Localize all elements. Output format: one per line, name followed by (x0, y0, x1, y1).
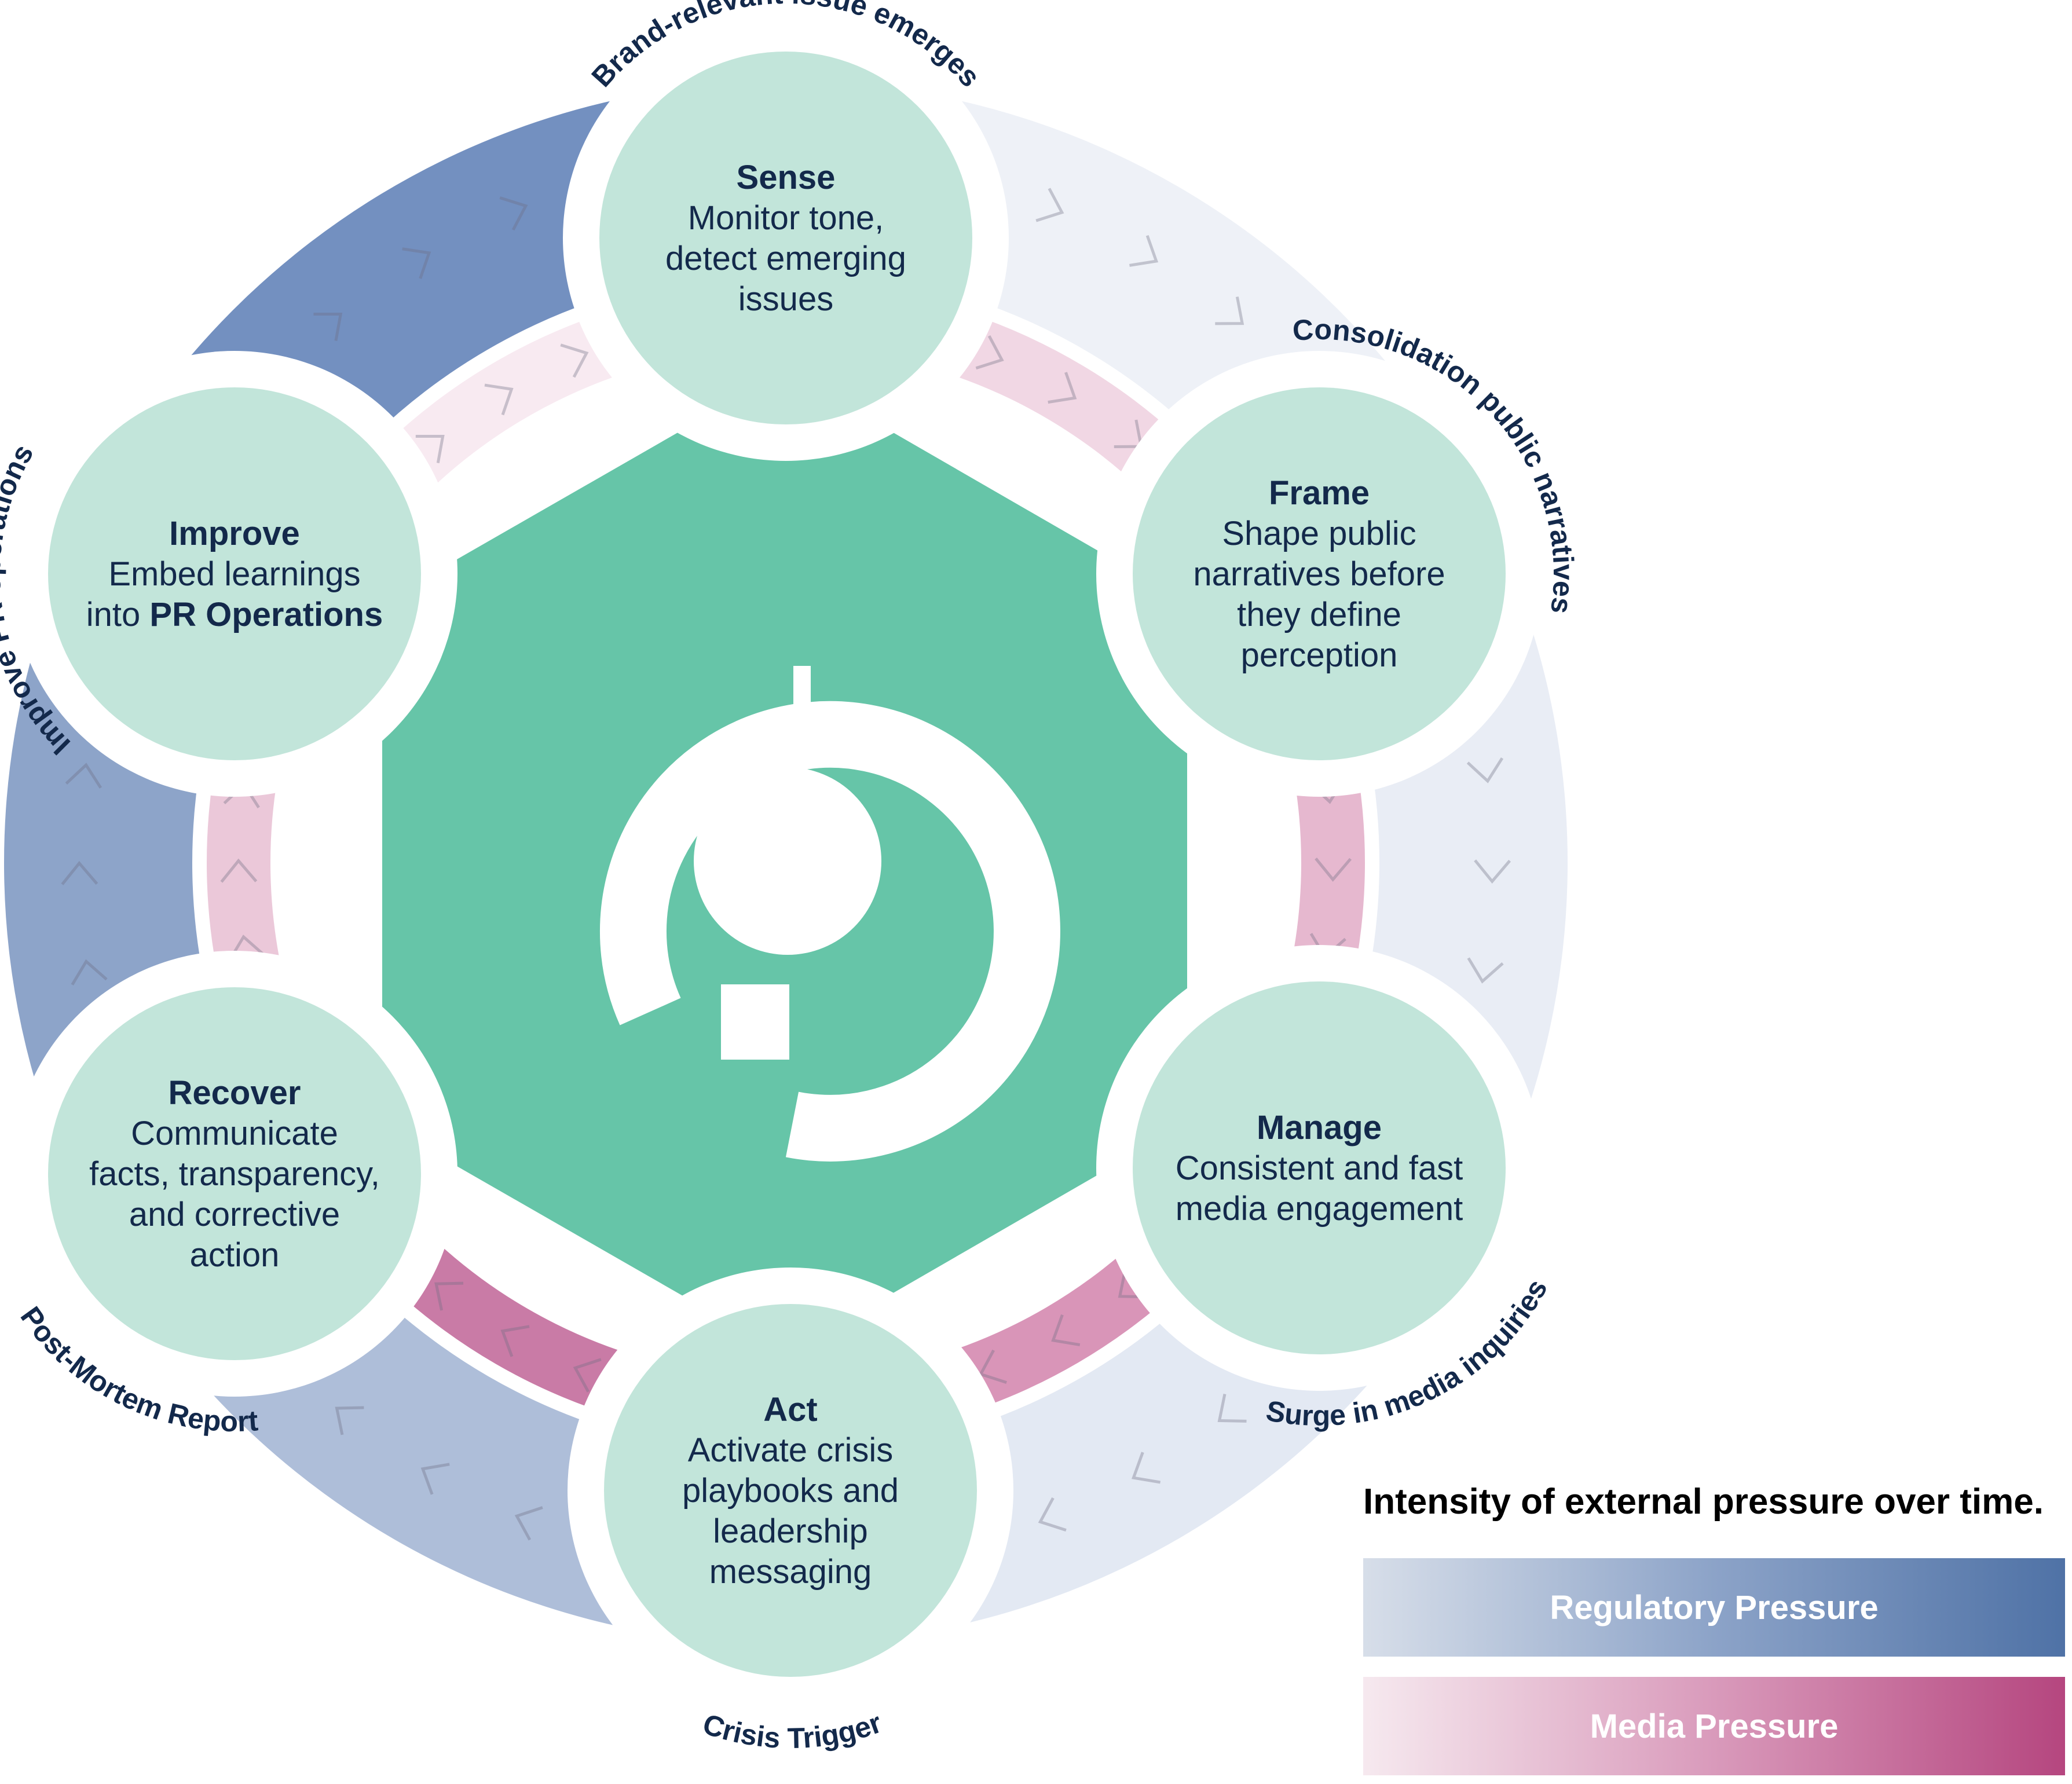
stage-description-line: media engagement (1176, 1190, 1463, 1228)
chevron-icon (484, 383, 514, 416)
stage-circle (48, 387, 421, 760)
chevron-icon (1466, 757, 1504, 783)
media-pressure-bar: Media Pressure (1363, 1677, 2065, 1775)
media-pressure-label: Media Pressure (1590, 1707, 1839, 1745)
chevron-icon (402, 247, 431, 279)
chevron-icon (1474, 859, 1511, 884)
chevron-icon (1217, 1394, 1247, 1423)
stage-title: Improve (169, 515, 300, 552)
stage-description-line: Shape public (1222, 515, 1416, 552)
chevron-icon (1467, 957, 1504, 984)
stage-description-line: facts, transparency, (89, 1155, 380, 1193)
chevron-icon (1048, 372, 1077, 404)
stage-description-line: leadership (713, 1512, 868, 1550)
stage-description-line: Embed learnings (108, 555, 360, 593)
stage-description-line: they define (1237, 596, 1401, 633)
legend-title: Intensity of external pressure over time… (1363, 1482, 2044, 1522)
logo-icon (599, 666, 1060, 1162)
chevron-icon (415, 434, 445, 464)
chevron-icon (1051, 1314, 1081, 1346)
stage-circle (599, 52, 972, 424)
stage-title: Act (763, 1391, 817, 1428)
stage-description-line: and corrective (129, 1196, 340, 1233)
chevron-icon (500, 1325, 530, 1357)
chevron-icon (313, 312, 343, 342)
stage-description-line: Communicate (131, 1115, 338, 1152)
stage-description-line: into PR Operations (86, 596, 383, 633)
stage-title: Sense (737, 159, 836, 196)
chevron-icon (65, 763, 102, 789)
chevron-icon (573, 1358, 602, 1393)
stage-circle (604, 1304, 977, 1677)
chevron-icon (335, 1406, 364, 1435)
chevron-icon (220, 858, 258, 883)
chevron-icon (71, 959, 108, 986)
stage-description-line: Monitor tone, (688, 199, 884, 237)
chevron-icon (1215, 296, 1244, 325)
chevron-icon (434, 1281, 464, 1311)
stage-description-line: Activate crisis (688, 1431, 894, 1469)
stage-description-line: playbooks and (682, 1472, 899, 1510)
regulatory-pressure-label: Regulatory Pressure (1550, 1588, 1879, 1627)
regulatory-pressure-bar: Regulatory Pressure (1363, 1558, 2065, 1657)
stage-description-line: action (190, 1236, 280, 1274)
chevron-icon (1129, 235, 1159, 267)
chevron-icon (1038, 1497, 1067, 1532)
stage-description-line: Consistent and fast (1176, 1149, 1463, 1187)
chevron-icon (514, 1506, 543, 1541)
chevron-icon (420, 1463, 450, 1495)
chevron-icon (1132, 1452, 1161, 1484)
stage-circle (1133, 387, 1506, 760)
stage-description-line: issues (738, 280, 833, 318)
trigger-label: Crisis Trigger (699, 1706, 886, 1754)
chevron-icon (61, 860, 98, 885)
stage-title: Recover (169, 1074, 301, 1112)
stage-description-line: narratives before (1193, 555, 1445, 593)
stage-title: Frame (1269, 474, 1370, 512)
stage-description-line: messaging (709, 1553, 872, 1591)
chevron-icon (978, 1349, 1007, 1384)
chevron-icon (1035, 188, 1064, 222)
stage-description-line: perception (1241, 636, 1398, 674)
stage-circle (1133, 981, 1506, 1354)
chevron-icon (975, 335, 1004, 370)
chevron-icon (560, 343, 589, 378)
stage-circle (48, 987, 421, 1360)
chevron-icon (1315, 858, 1352, 882)
stage-title: Manage (1257, 1109, 1382, 1146)
chevron-icon (499, 196, 528, 231)
stage-description-line: detect emerging (665, 240, 906, 277)
